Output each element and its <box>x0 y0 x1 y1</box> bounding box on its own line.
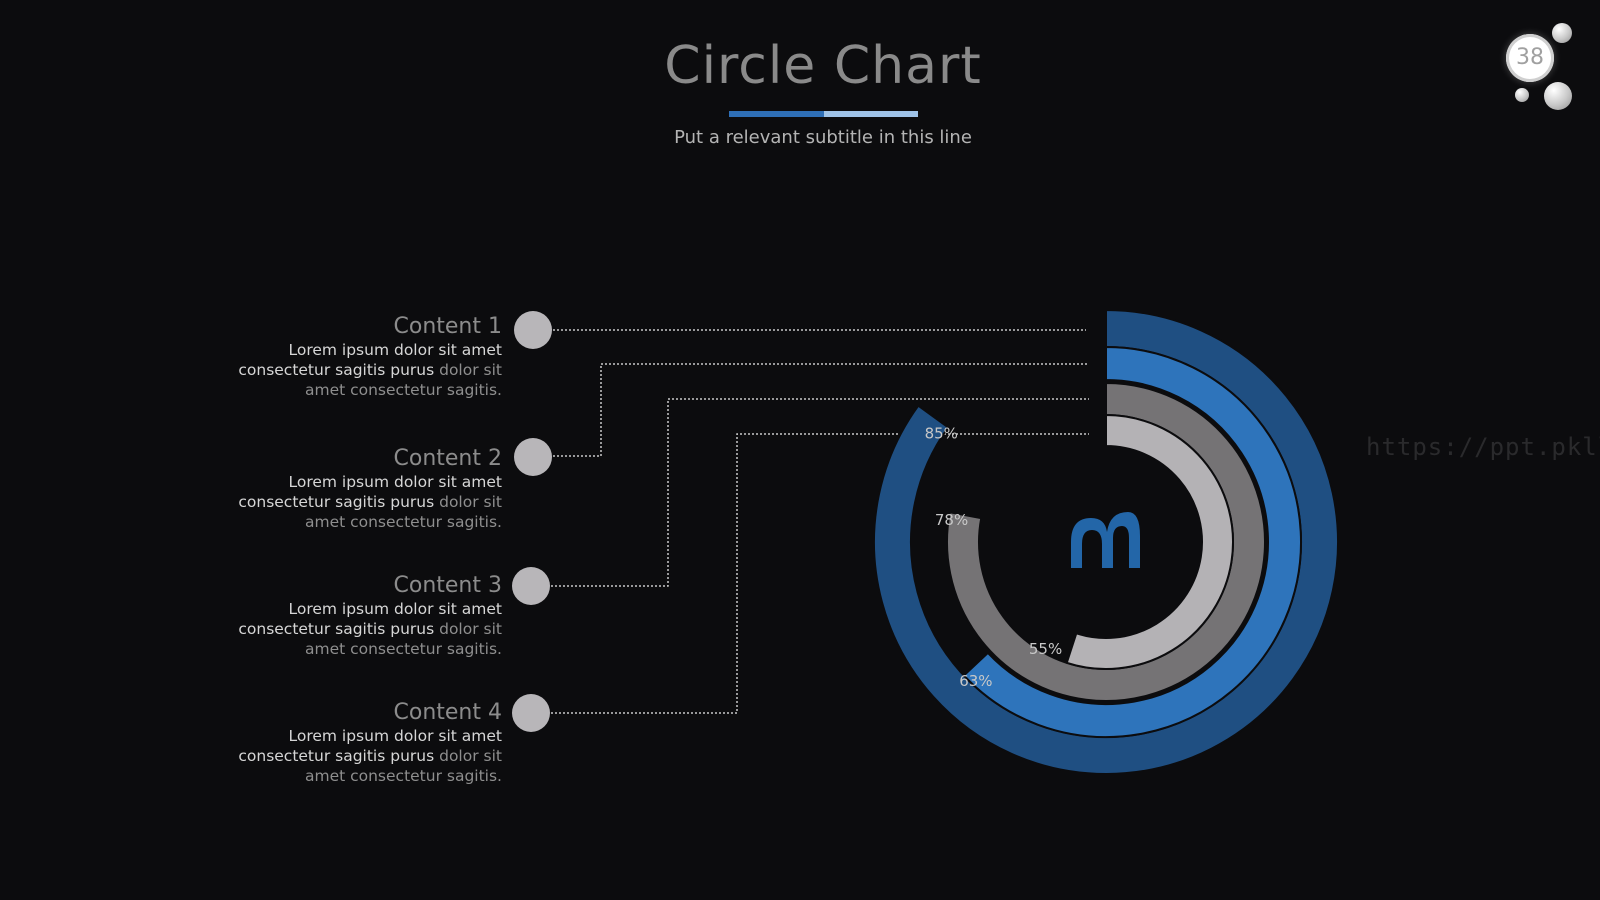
chart-value-labels: 85% 63% 78% 55% <box>925 425 1063 691</box>
desc-strong: consectetur sagitis purus <box>238 493 435 511</box>
content-description: Lorem ipsum dolor sit amet consectetur s… <box>52 599 502 659</box>
desc-line: Lorem ipsum dolor sit amet <box>288 600 502 618</box>
content-title: Content 2 <box>393 446 503 471</box>
chart-rings <box>873 308 1339 775</box>
page-number-badge: 38 <box>1506 34 1554 82</box>
content-marker-2 <box>514 438 552 476</box>
content-title: Content 4 <box>393 700 503 725</box>
content-item-4: Content 4 Lorem ipsum dolor sit amet con… <box>52 700 502 786</box>
content-title: Content 3 <box>393 573 503 598</box>
desc-line: Lorem ipsum dolor sit amet <box>288 727 502 745</box>
desc-line: consectetur sagitis purus dolor sit <box>52 492 502 512</box>
title-underline-dark <box>729 111 824 117</box>
desc-line: consectetur sagitis purus dolor sit <box>52 746 502 766</box>
desc-strong: consectetur sagitis purus <box>238 747 435 765</box>
desc-strong: consectetur sagitis purus <box>238 361 435 379</box>
connector-3 <box>551 398 1089 587</box>
desc-line: amet consectetur sagitis. <box>304 640 502 658</box>
decor-bubble-icon <box>1544 82 1572 110</box>
content-marker-1 <box>514 311 552 349</box>
m-logo-icon <box>1071 512 1140 568</box>
watermark: https://ppt.pkll.de <box>1366 433 1600 461</box>
desc-line: consectetur sagitis purus dolor sit <box>52 360 502 380</box>
content-marker-3 <box>512 567 550 605</box>
desc-line: consectetur sagitis purus dolor sit <box>52 619 502 639</box>
value-label-4: 55% <box>1029 640 1062 658</box>
content-title: Content 1 <box>393 314 503 339</box>
content-item-3: Content 3 Lorem ipsum dolor sit amet con… <box>52 573 502 659</box>
value-label-2: 63% <box>959 672 992 690</box>
ring-bar-4 <box>1065 413 1234 670</box>
value-label-1: 85% <box>925 425 958 443</box>
content-marker-4 <box>512 694 550 732</box>
content-description: Lorem ipsum dolor sit amet consectetur s… <box>52 472 502 532</box>
desc-line: Lorem ipsum dolor sit amet <box>288 473 502 491</box>
content-description: Lorem ipsum dolor sit amet consectetur s… <box>52 726 502 786</box>
desc-line: amet consectetur sagitis. <box>304 767 502 785</box>
desc-muted: dolor sit <box>434 361 502 379</box>
content-item-2: Content 2 Lorem ipsum dolor sit amet con… <box>52 446 502 532</box>
desc-muted: dolor sit <box>434 747 502 765</box>
decor-bubble-icon <box>1515 88 1529 102</box>
desc-line: Lorem ipsum dolor sit amet <box>288 341 502 359</box>
content-description: Lorem ipsum dolor sit amet consectetur s… <box>52 340 502 400</box>
desc-strong: consectetur sagitis purus <box>238 620 435 638</box>
page-subtitle: Put a relevant subtitle in this line <box>674 127 972 148</box>
title-underline-light <box>824 111 918 117</box>
desc-line: amet consectetur sagitis. <box>304 513 502 531</box>
value-label-3: 78% <box>935 511 968 529</box>
decor-bubble-icon <box>1552 23 1572 43</box>
page-title: Circle Chart <box>664 36 982 96</box>
desc-line: amet consectetur sagitis. <box>304 381 502 399</box>
desc-muted: dolor sit <box>434 493 502 511</box>
connector-2 <box>553 363 1089 457</box>
ring-bar-2 <box>962 345 1302 738</box>
desc-muted: dolor sit <box>434 620 502 638</box>
content-item-1: Content 1 Lorem ipsum dolor sit amet con… <box>52 314 502 400</box>
